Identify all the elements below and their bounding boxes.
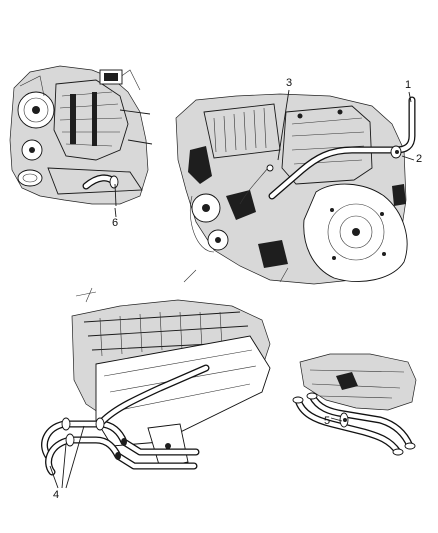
view-top-left-engine	[9, 65, 153, 207]
view-top-right-engine-bay	[175, 93, 416, 285]
view-bottom-left-underbody	[41, 287, 271, 489]
callout-1: 1	[405, 79, 411, 91]
leader-lines	[114, 89, 415, 422]
callout-4: 4	[53, 489, 59, 501]
callout-2: 2	[416, 153, 422, 165]
callout-6: 6	[112, 217, 118, 229]
callout-5: 5	[324, 415, 330, 427]
view-bottom-right-detail	[292, 353, 417, 456]
callout-3: 3	[286, 77, 292, 89]
